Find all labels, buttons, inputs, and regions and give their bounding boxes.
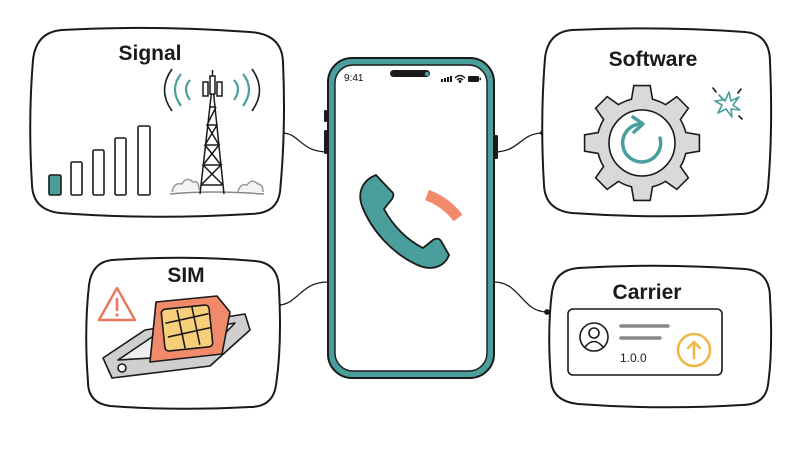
sim-panel [85, 256, 281, 410]
connector-carrier [493, 281, 548, 313]
tower-bush-right [237, 180, 264, 193]
tower-antenna-right [216, 81, 223, 97]
smartphone [324, 57, 498, 379]
burst-line-1 [712, 87, 717, 93]
glitch-burst-icon [712, 87, 743, 120]
signal-panel [29, 26, 285, 218]
cell-bar-2 [444, 78, 446, 82]
signal-bar-5 [137, 125, 151, 196]
tower-frame [199, 87, 225, 195]
user-icon [579, 322, 609, 352]
connector-software [493, 132, 544, 153]
update-head [686, 340, 702, 350]
software-panel-title: Software [608, 48, 698, 71]
carrier-panel [548, 264, 773, 409]
gear-icon [583, 84, 701, 202]
sim-chip-lines [165, 306, 212, 349]
user-icon-body [584, 340, 604, 348]
signal-bar-3 [92, 149, 105, 196]
connector-sim [277, 281, 329, 306]
connector-signal [281, 132, 329, 153]
signal-bar-4 [114, 137, 127, 196]
tower-wave-right-1 [233, 79, 240, 101]
tower-wave-left-1 [184, 79, 191, 101]
battery-shell [468, 76, 479, 82]
tower-ground [169, 191, 265, 195]
carrier-version: 1.0.0 [620, 351, 647, 365]
tower-wave-right-2 [242, 73, 251, 107]
burst-star [714, 91, 741, 118]
sim-panel-title: SIM [167, 264, 205, 287]
tower-wave-right-3 [251, 68, 261, 112]
burst-line-3 [738, 115, 743, 120]
wifi-arc-outer [454, 74, 466, 79]
warning-dot [115, 313, 119, 317]
connector-carrier-dot [544, 309, 550, 315]
phone-notch [390, 70, 430, 77]
cell-bar-4 [450, 76, 452, 82]
gear-hub [608, 109, 676, 177]
cell-tower-icon [163, 68, 265, 195]
tower-bush-left [171, 178, 200, 193]
cellular-signal-icon [441, 76, 452, 82]
phone-call-signal-arc [424, 189, 463, 222]
carrier-panel-title: Carrier [612, 281, 682, 304]
wifi-dot [458, 80, 462, 83]
refresh-icon [620, 115, 663, 164]
phone-camera [424, 71, 430, 77]
wifi-icon [454, 74, 466, 83]
refresh-arc [620, 122, 663, 164]
tower-antenna-left [202, 81, 209, 97]
signal-bar-2 [70, 161, 83, 196]
signal-bars-icon [48, 125, 151, 196]
tower-wave-left-3 [163, 68, 173, 112]
cell-bar-3 [447, 77, 449, 82]
warning-icon [97, 286, 137, 322]
tray-hole [117, 363, 127, 373]
phone-status-time: 9:41 [344, 73, 364, 84]
refresh-arrowhead [631, 115, 645, 134]
sim-chip [160, 304, 214, 352]
signal-bar-1 [48, 174, 62, 196]
phone-call-icon [359, 174, 463, 269]
phone-call-handset [359, 174, 450, 269]
tower-antenna-center [209, 75, 216, 95]
burst-line-2 [737, 88, 742, 94]
wifi-arc-inner [456, 77, 464, 81]
software-panel [541, 27, 773, 218]
user-icon-head [588, 327, 600, 339]
phone-screen [334, 64, 488, 372]
sim-card-icon [149, 295, 231, 363]
signal-panel-title: Signal [118, 42, 182, 65]
update-arrow-icon [676, 332, 712, 368]
battery-tip [479, 77, 481, 81]
battery-icon [468, 76, 481, 82]
cell-bar-1 [441, 79, 443, 82]
tower-wave-left-2 [173, 73, 182, 107]
